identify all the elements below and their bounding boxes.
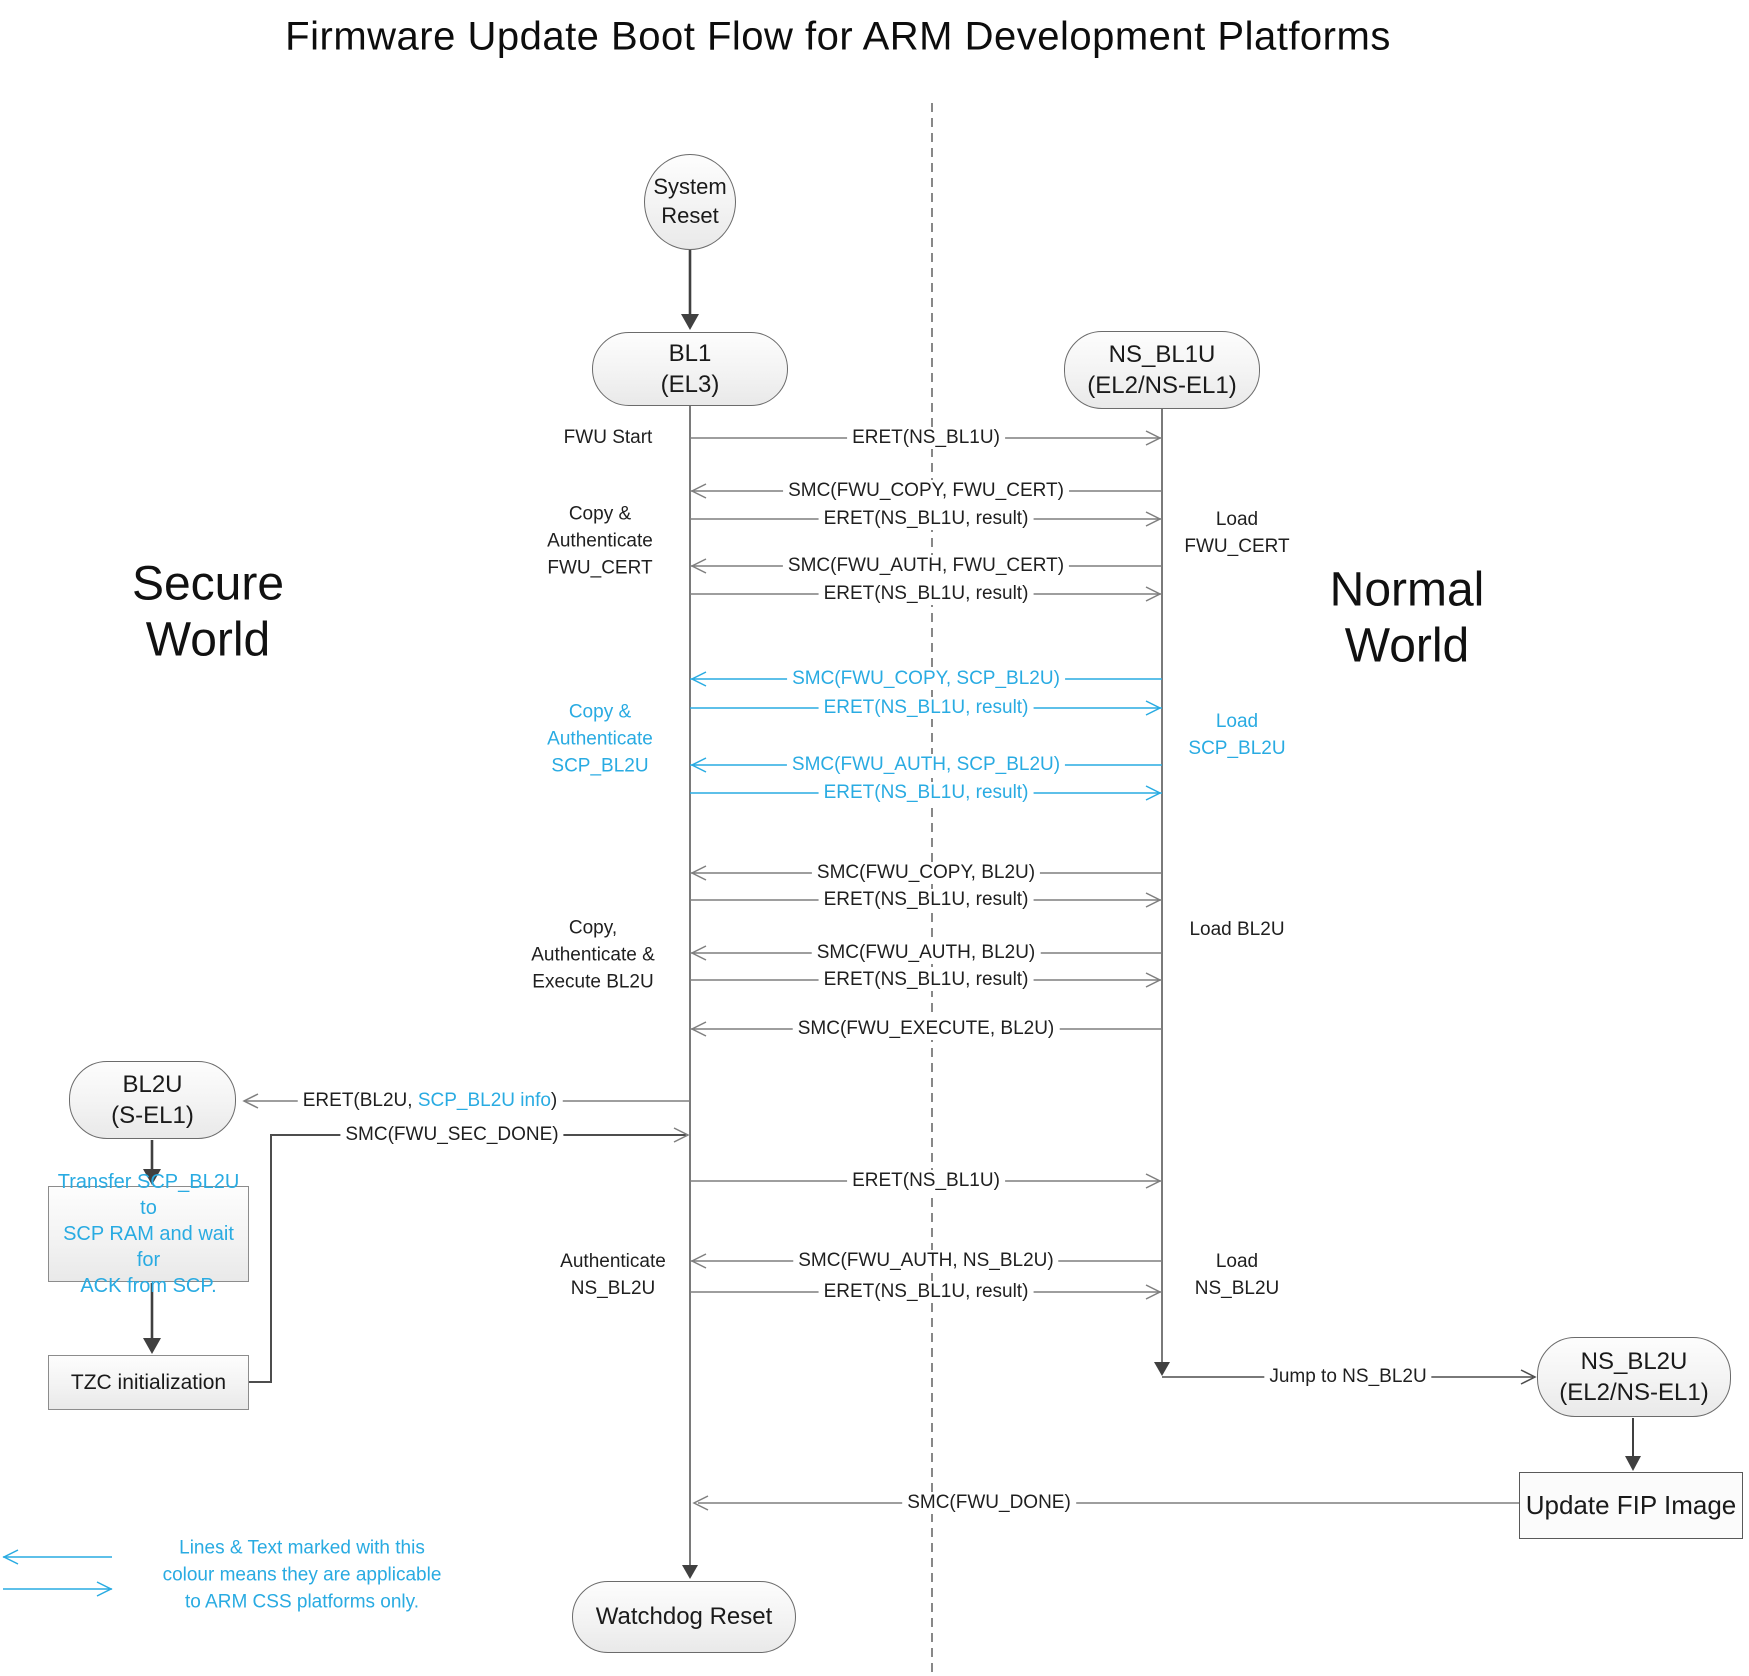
- node-transfer-scp-bl2u: Transfer SCP_BL2U to SCP RAM and wait fo…: [48, 1171, 249, 1297]
- message-label-smc-fwu-copy-scp-bl2u: SMC(FWU_COPY, SCP_BL2U): [787, 668, 1065, 690]
- ns-bl1u-line2: (EL2/NS-EL1): [1087, 372, 1237, 399]
- message-label-smc-fwu-auth-fwu-cert: SMC(FWU_AUTH, FWU_CERT): [782, 555, 1070, 577]
- secure-world-line2: World: [145, 613, 271, 666]
- bl1-line1: BL1: [668, 339, 712, 367]
- copy-auth-exec-bl2u-line2: Authenticate &: [531, 944, 655, 966]
- flow-arrows: [143, 250, 1641, 1579]
- transfer-scp-line3: ACK from SCP.: [80, 1275, 217, 1297]
- side-label-copy-auth-exec-bl2u: Copy, Authenticate & Execute BL2U: [531, 916, 655, 997]
- message-label-smc-fwu-auth-ns-bl2u: SMC(FWU_AUTH, NS_BL2U): [793, 1250, 1059, 1272]
- side-label-load-fwu-cert: Load FWU_CERT: [1184, 507, 1289, 561]
- auth-ns-bl2u-line1: Authenticate: [560, 1251, 666, 1273]
- message-label-smc-fwu-execute-bl2u: SMC(FWU_EXECUTE, BL2U): [792, 1018, 1060, 1040]
- watchdog-reset-label: Watchdog Reset: [595, 1603, 773, 1631]
- copy-auth-fwu-cert-line1: Copy &: [568, 503, 632, 525]
- message-label-eret-result-7: ERET(NS_BL1U, result): [818, 1281, 1034, 1303]
- copy-auth-fwu-cert-line3: FWU_CERT: [547, 557, 653, 579]
- copy-auth-scp-bl2u-line2: Authenticate: [547, 728, 653, 750]
- node-system-reset: System Reset: [644, 154, 736, 250]
- auth-ns-bl2u-line2: NS_BL2U: [570, 1278, 656, 1299]
- transfer-scp-line1: Transfer SCP_BL2U to: [57, 1171, 240, 1219]
- load-fwu-cert-line2: FWU_CERT: [1184, 536, 1290, 557]
- side-label-load-bl2u: Load BL2U: [1189, 919, 1285, 940]
- message-label-smc-fwu-auth-bl2u: SMC(FWU_AUTH, BL2U): [811, 942, 1041, 964]
- eret-bl2u-highlight: SCP_BL2U info: [417, 1090, 551, 1111]
- load-fwu-cert-line1: Load: [1215, 509, 1259, 531]
- bl2u-line2: (S-EL1): [111, 1102, 194, 1129]
- copy-auth-exec-bl2u-line1: Copy,: [568, 917, 618, 939]
- bl1-line2: (EL3): [660, 371, 720, 398]
- side-label-copy-auth-fwu-cert: Copy & Authenticate FWU_CERT: [547, 502, 653, 583]
- message-label-eret-bl2u-scp-info: ERET(BL2U, SCP_BL2U info): [297, 1090, 563, 1112]
- ns-bl2u-line1: NS_BL2U: [1580, 1347, 1688, 1375]
- secure-world-label: Secure World: [132, 556, 284, 667]
- ns-bl1u-line1: NS_BL1U: [1108, 340, 1216, 368]
- normal-world-label: Normal World: [1330, 562, 1485, 673]
- message-label-eret-result-6: ERET(NS_BL1U, result): [818, 969, 1034, 991]
- node-tzc-initialization: TZC initialization: [48, 1355, 249, 1410]
- tzc-initialization-label: TZC initialization: [70, 1370, 227, 1394]
- message-label-eret-ns-bl1u-1: ERET(NS_BL1U): [847, 427, 1005, 449]
- copy-auth-fwu-cert-line2: Authenticate: [547, 530, 653, 552]
- diagram-title: Firmware Update Boot Flow for ARM Develo…: [285, 14, 1391, 59]
- copy-auth-scp-bl2u-line1: Copy &: [568, 701, 632, 723]
- legend-line3: to ARM CSS platforms only.: [184, 1591, 420, 1613]
- copy-auth-exec-bl2u-line3: Execute BL2U: [532, 971, 654, 993]
- load-ns-bl2u-line2: NS_BL2U: [1194, 1278, 1280, 1299]
- transfer-scp-line2: SCP RAM and wait for: [63, 1223, 234, 1271]
- side-label-fwu-start: FWU Start: [557, 427, 659, 449]
- update-fip-image-label: Update FIP Image: [1525, 1489, 1737, 1520]
- eret-bl2u-prefix: ERET(BL2U,: [302, 1090, 418, 1111]
- normal-world-line2: World: [1344, 619, 1470, 672]
- message-label-smc-fwu-auth-scp-bl2u: SMC(FWU_AUTH, SCP_BL2U): [786, 754, 1066, 776]
- load-scp-bl2u-line1: Load: [1215, 711, 1259, 733]
- legend-line2: colour means they are applicable: [162, 1564, 442, 1586]
- load-ns-bl2u-line1: Load: [1215, 1251, 1259, 1273]
- node-update-fip-image: Update FIP Image: [1519, 1472, 1743, 1539]
- message-label-eret-result-5: ERET(NS_BL1U, result): [818, 889, 1034, 911]
- node-watchdog-reset: Watchdog Reset: [572, 1581, 796, 1653]
- node-bl1: BL1 (EL3): [592, 332, 788, 406]
- side-label-auth-ns-bl2u: Authenticate NS_BL2U: [560, 1249, 666, 1303]
- ns-bl2u-line2: (EL2/NS-EL1): [1559, 1379, 1709, 1406]
- legend-note: Lines & Text marked with this colour mea…: [163, 1536, 442, 1617]
- message-label-smc-fwu-copy-bl2u: SMC(FWU_COPY, BL2U): [811, 862, 1041, 884]
- message-label-jump-to-ns-bl2u: Jump to NS_BL2U: [1264, 1366, 1432, 1388]
- copy-auth-scp-bl2u-line3: SCP_BL2U: [551, 755, 649, 777]
- message-label-smc-fwu-done: SMC(FWU_DONE): [902, 1492, 1076, 1514]
- load-scp-bl2u-line2: SCP_BL2U: [1188, 738, 1286, 759]
- bl2u-line1: BL2U: [122, 1070, 183, 1098]
- legend-line1: Lines & Text marked with this: [179, 1537, 425, 1559]
- message-label-smc-fwu-sec-done: SMC(FWU_SEC_DONE): [340, 1124, 564, 1146]
- side-label-copy-auth-scp-bl2u: Copy & Authenticate SCP_BL2U: [547, 700, 653, 781]
- message-label-eret-result-1: ERET(NS_BL1U, result): [818, 508, 1034, 530]
- message-label-eret-result-2: ERET(NS_BL1U, result): [818, 583, 1034, 605]
- message-label-eret-ns-bl1u-2: ERET(NS_BL1U): [847, 1170, 1005, 1192]
- system-reset-line1: System: [653, 174, 727, 200]
- secure-world-line1: Secure: [131, 557, 285, 611]
- system-reset-line2: Reset: [661, 203, 719, 228]
- node-ns-bl2u: NS_BL2U (EL2/NS-EL1): [1537, 1337, 1731, 1417]
- message-label-eret-result-4: ERET(NS_BL1U, result): [818, 782, 1034, 804]
- node-bl2u: BL2U (S-EL1): [69, 1061, 236, 1139]
- side-label-load-ns-bl2u: Load NS_BL2U: [1195, 1249, 1280, 1303]
- message-label-smc-fwu-copy-fwu-cert: SMC(FWU_COPY, FWU_CERT): [783, 480, 1069, 502]
- eret-bl2u-suffix: ): [550, 1090, 558, 1111]
- normal-world-line1: Normal: [1329, 563, 1485, 617]
- message-label-eret-result-3: ERET(NS_BL1U, result): [818, 697, 1034, 719]
- side-label-load-scp-bl2u: Load SCP_BL2U: [1188, 709, 1285, 763]
- node-ns-bl1u: NS_BL1U (EL2/NS-EL1): [1064, 331, 1260, 409]
